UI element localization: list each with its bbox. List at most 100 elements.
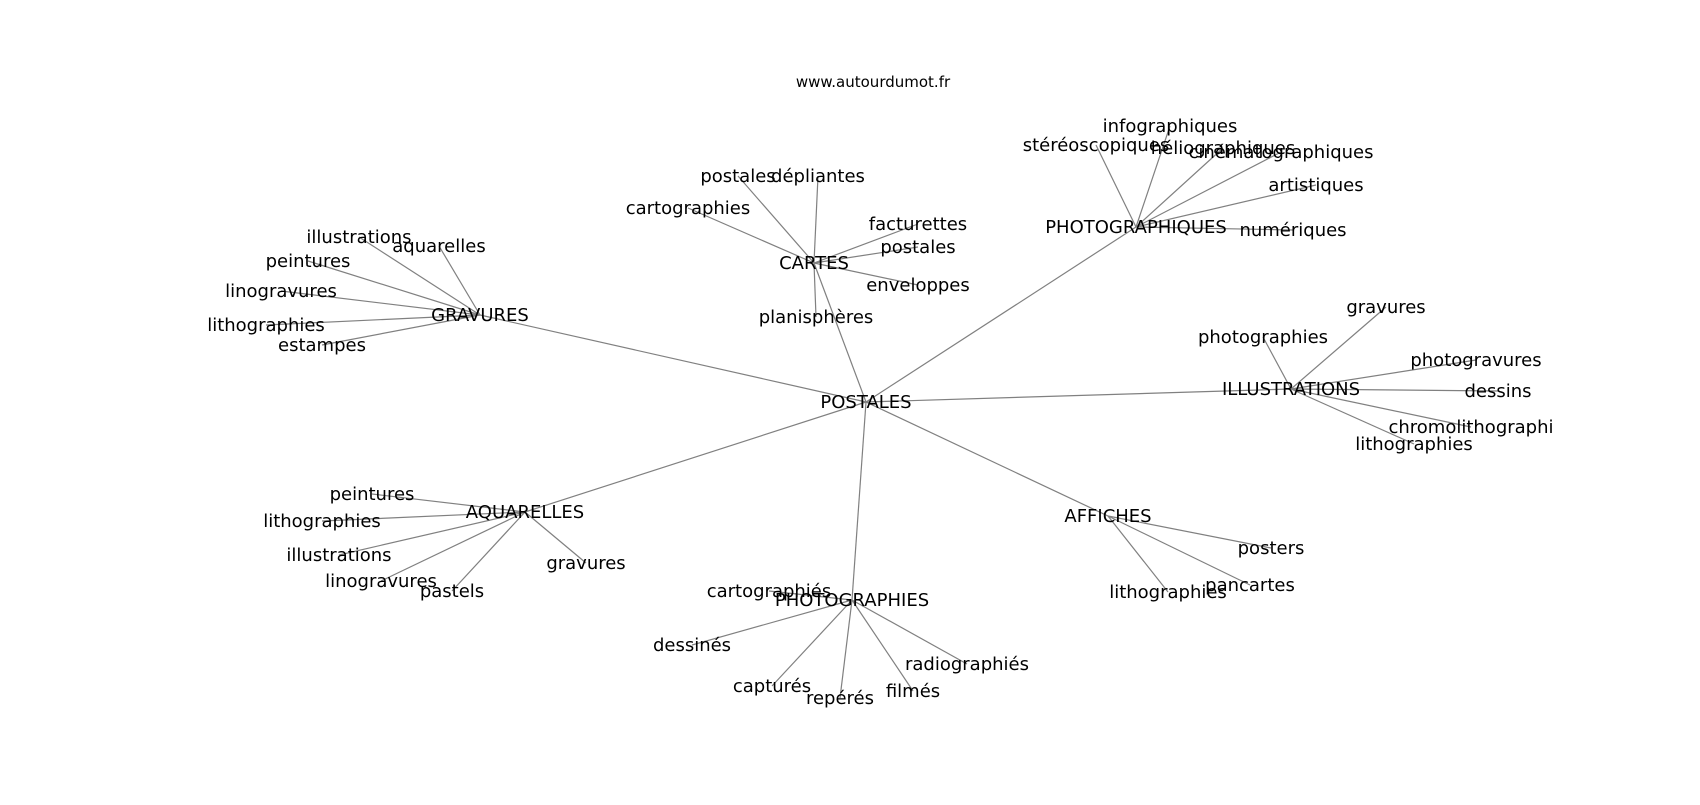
hub-node-photographiques[interactable]: PHOTOGRAPHIQUES [1045,217,1227,238]
edge-illustrations-leaf [1290,359,1477,390]
leaf-node[interactable]: stéréoscopiques [1023,135,1170,156]
leaf-node[interactable]: radiographiés [905,654,1029,675]
leaf-node[interactable]: cinématographiques [1189,142,1374,163]
center-node[interactable]: POSTALES [820,392,911,413]
edge-center-photographies [851,401,867,601]
leaf-node[interactable]: filmés [886,681,940,702]
leaf-node[interactable]: numériques [1239,220,1346,241]
edge-center-gravures [479,314,867,403]
edge-aquarelles-leaf [321,511,526,522]
edge-photographies-leaf [768,590,853,601]
leaf-node[interactable]: photogravures [1410,350,1541,371]
leaf-node[interactable]: cartographiés [707,581,832,602]
edge-illustrations-leaf [1262,336,1292,390]
leaf-node[interactable]: chromolithographi [1388,417,1553,438]
edge-aquarelles-leaf [338,511,526,556]
leaf-node[interactable]: estampes [278,335,366,356]
edge-cartes-leaf [813,262,817,318]
leaf-node[interactable]: pancartes [1205,575,1295,596]
hub-node-gravures[interactable]: GRAVURES [431,305,529,326]
edge-affiches-leaf [1107,515,1251,586]
leaf-node[interactable]: lithographies [263,511,381,532]
edge-photographiques-leaf [1135,125,1171,228]
edge-illustrations-leaf [1290,388,1499,392]
edge-cartes-leaf [813,246,919,264]
edge-gravures-leaf [321,314,481,346]
edge-cartes-leaf [813,175,819,264]
leaf-node[interactable]: aquarelles [392,236,485,257]
leaf-node[interactable]: illustrations [286,545,391,566]
leaf-node[interactable]: peintures [266,251,351,272]
edge-center-affiches [865,401,1109,517]
leaf-node[interactable]: pastels [420,581,484,602]
leaf-node[interactable]: lithographies [1355,434,1473,455]
leaf-node[interactable]: dépliantes [771,166,865,187]
edge-cartes-leaf [813,223,919,264]
edge-center-photographiques [865,226,1137,403]
leaf-node[interactable]: posters [1238,538,1305,559]
leaf-node[interactable]: postales [700,166,775,187]
leaf-node[interactable]: artistiques [1268,175,1363,196]
edge-aquarelles-leaf [380,511,526,582]
leaf-node[interactable]: lithographies [207,315,325,336]
edge-affiches-leaf [1107,515,1272,549]
hub-node-illustrations[interactable]: ILLUSTRATIONS [1222,379,1360,400]
edge-photographiques-leaf [1095,144,1137,228]
edge-gravures-leaf [265,314,481,326]
labels-layer: www.autourdumot.fr POSTALES CARTES postale… [207,73,1553,709]
edge-aquarelles-leaf [371,493,526,513]
edge-photographiques-leaf [1135,226,1294,231]
edge-gravures-leaf [358,236,481,316]
leaf-node[interactable]: dessins [1464,381,1531,402]
leaf-node[interactable]: peintures [330,484,415,505]
edge-photographies-leaf [839,599,853,699]
leaf-node[interactable]: linogravures [325,571,437,592]
edge-cartes-leaf [813,262,919,286]
leaf-node[interactable]: repérés [806,688,874,709]
leaf-node[interactable]: gravures [1346,297,1425,318]
edge-photographiques-leaf [1135,184,1317,228]
edge-aquarelles-leaf [451,511,526,592]
edge-center-cartes [813,262,867,403]
edge-illustrations-leaf [1290,388,1415,445]
edge-center-aquarelles [524,401,867,513]
leaf-node[interactable]: gravures [546,553,625,574]
edge-gravures-leaf [438,245,481,316]
leaf-node[interactable]: héliographiques [1151,138,1295,159]
edge-photographies-leaf [691,599,853,646]
leaf-node[interactable]: illustrations [306,227,411,248]
edge-photographies-leaf [851,599,914,692]
edge-cartes-leaf [737,175,815,264]
hub-node-affiches[interactable]: AFFICHES [1064,506,1151,527]
leaf-node[interactable]: linogravures [225,281,337,302]
leaf-node[interactable]: capturés [733,676,811,697]
edge-gravures-leaf [280,290,481,316]
leaf-node[interactable]: lithographies [1109,582,1227,603]
edges-layer [265,125,1499,699]
hub-node-cartes[interactable]: CARTES [779,253,849,274]
leaf-node[interactable]: dessinés [653,635,731,656]
edge-illustrations-leaf [1290,388,1472,428]
edge-photographiques-leaf [1135,151,1282,228]
leaf-node[interactable]: infographiques [1103,116,1238,137]
leaf-node[interactable]: photographies [1198,327,1328,348]
site-url: www.autourdumot.fr [796,73,951,91]
edge-gravures-leaf [307,260,481,316]
edge-illustrations-leaf [1290,306,1387,390]
hub-node-photographies[interactable]: PHOTOGRAPHIES [775,590,929,611]
edge-affiches-leaf [1107,515,1169,593]
leaf-node[interactable]: enveloppes [866,275,970,296]
leaf-node[interactable]: facturettes [869,214,967,235]
leaf-node[interactable]: cartographies [626,198,751,219]
leaf-node[interactable]: postales [880,237,955,258]
edge-photographies-leaf [851,599,968,665]
edge-photographies-leaf [771,599,853,687]
edge-photographiques-leaf [1135,147,1224,228]
hub-node-aquarelles[interactable]: AQUARELLES [466,502,584,523]
edge-aquarelles-leaf [524,511,587,564]
edge-center-illustrations [865,388,1292,403]
leaf-node[interactable]: planisphères [759,307,874,328]
edge-cartes-leaf [687,207,815,264]
